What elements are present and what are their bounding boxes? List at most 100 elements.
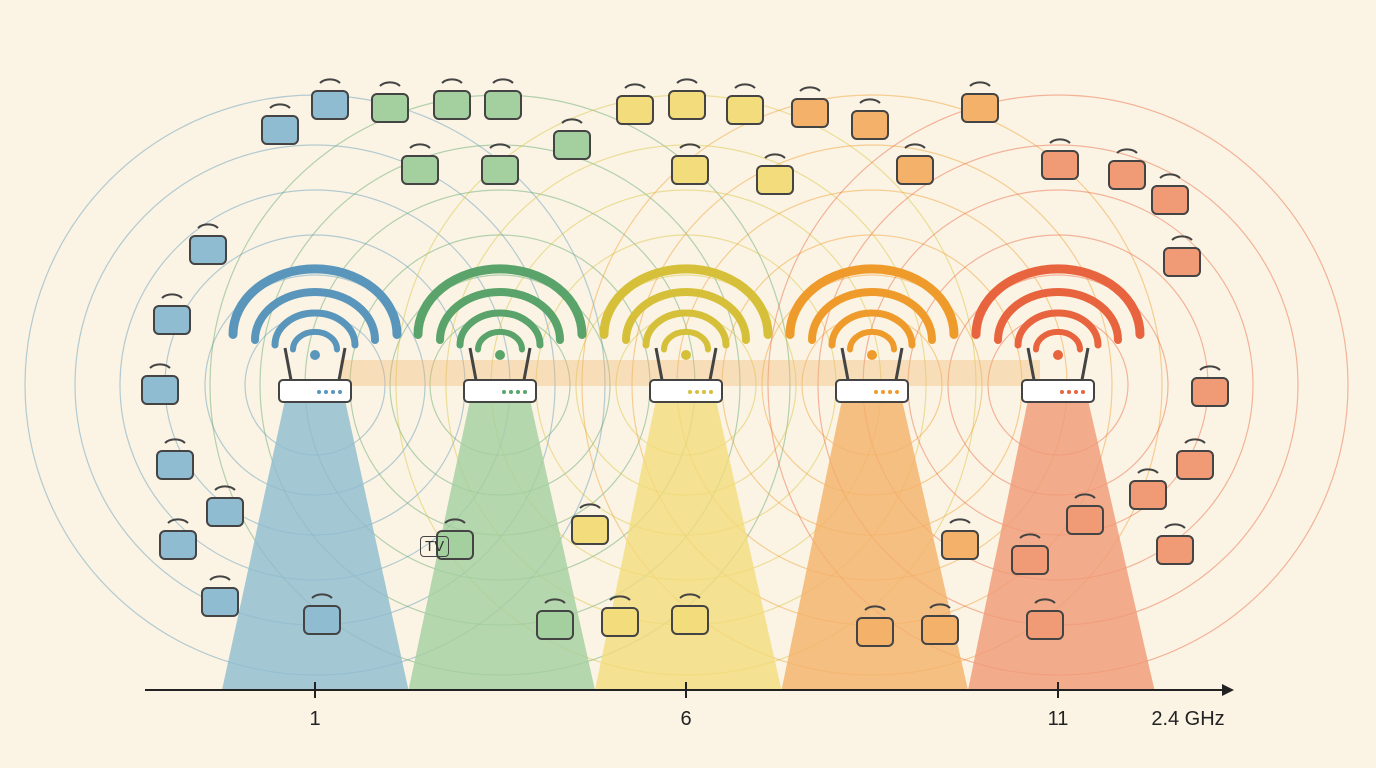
wifi-signal-icon (1137, 468, 1159, 474)
wifi-signal-icon (489, 143, 511, 149)
wifi-signal-icon (1164, 523, 1186, 529)
wifi-signal-icon (161, 293, 183, 299)
projector-icon (941, 518, 979, 560)
router-channel-8 (785, 264, 959, 403)
smart-plug-icon (896, 143, 934, 185)
device-body (601, 607, 639, 637)
device-body (401, 155, 439, 185)
router-led-icon (874, 390, 878, 394)
wifi-arc-icon (661, 328, 711, 353)
mouse-icon (156, 438, 194, 480)
router-led-icon (881, 390, 885, 394)
gauge-icon (371, 81, 409, 123)
tablet-icon (1041, 138, 1079, 180)
device-body (1151, 185, 1189, 215)
smart-plug-icon (668, 78, 706, 120)
router-channel-1 (228, 264, 402, 403)
wifi-signal-icon (1049, 138, 1071, 144)
wifi-dot-icon (495, 350, 505, 360)
wifi-arc-icon (456, 309, 544, 349)
wifi-signal-icon (149, 363, 171, 369)
channel-8-beam (781, 400, 968, 690)
wifi-signal-icon (764, 153, 786, 159)
wifi-signal-icon (1116, 148, 1138, 154)
mouse-icon (921, 603, 959, 645)
device-body (921, 615, 959, 645)
wifi-signal-icon (1199, 365, 1221, 371)
wifi-arc-icon (994, 288, 1122, 344)
wifi-arc-icon (971, 264, 1145, 339)
keyboard-icon (141, 363, 179, 405)
device-body (153, 305, 191, 335)
wifi-signal-icon (676, 78, 698, 84)
wifi-dot-icon (681, 350, 691, 360)
router-led-icon (317, 390, 321, 394)
device-body (189, 235, 227, 265)
wifi-arc-icon (1014, 309, 1102, 349)
wifi-signal-icon (209, 575, 231, 581)
webcam-icon (481, 143, 519, 185)
router-icon (1021, 379, 1095, 403)
router-antenna-icon (708, 347, 718, 381)
tablet-icon (1191, 365, 1229, 407)
device-body (941, 530, 979, 560)
router-antenna-icon (468, 347, 478, 381)
router-led-icon (895, 390, 899, 394)
wifi-signal-icon (904, 143, 926, 149)
wifi-dot-icon (867, 350, 877, 360)
device-body (433, 90, 471, 120)
device-body (536, 610, 574, 640)
router-icon (463, 379, 537, 403)
device-body (1066, 505, 1104, 535)
phone-icon (791, 86, 829, 128)
router-led-icon (516, 390, 520, 394)
wifi-signal-icon (319, 78, 341, 84)
device-body (1129, 480, 1167, 510)
wifi-arc-icon (228, 264, 402, 339)
device-body (961, 93, 999, 123)
projector-icon (201, 575, 239, 617)
lightbulb-icon (671, 593, 709, 635)
wifi-signal-icon (214, 485, 236, 491)
monitor-icon (1163, 235, 1201, 277)
wifi-signal-icon (579, 503, 601, 509)
device-body (201, 587, 239, 617)
router-antenna-icon (283, 347, 293, 381)
wifi-arc-icon (290, 328, 340, 353)
gauge-icon (536, 598, 574, 640)
smart-plug-icon (553, 118, 591, 160)
axis-arrow-icon (1222, 684, 1234, 696)
wifi-arc-icon (251, 288, 379, 344)
wifi-arc-icon (622, 288, 750, 344)
wifi-arc-icon (785, 264, 959, 339)
device-body (571, 515, 609, 545)
laptop-icon (1156, 523, 1194, 565)
headphones-icon (1129, 468, 1167, 510)
device-body (1041, 150, 1079, 180)
media-player-icon (159, 518, 197, 560)
device-body (856, 617, 894, 647)
thermometer-icon (311, 78, 349, 120)
speaker-icon (671, 143, 709, 185)
device-body (756, 165, 794, 195)
router-led-icon (695, 390, 699, 394)
wifi-dot-icon (1053, 350, 1063, 360)
device-body (896, 155, 934, 185)
device-body (159, 530, 197, 560)
router-led-icon (888, 390, 892, 394)
device-body (791, 98, 829, 128)
router-led-icon (1067, 390, 1071, 394)
laptop-icon (189, 223, 227, 265)
router-antenna-icon (840, 347, 850, 381)
router-channel-3 (413, 264, 587, 403)
device-body (484, 90, 522, 120)
media-player-icon (303, 593, 341, 635)
router-led-icon (1081, 390, 1085, 394)
router-antenna-icon (654, 347, 664, 381)
lightbulb-icon (261, 103, 299, 145)
wifi-dot-icon (310, 350, 320, 360)
device-body (481, 155, 519, 185)
wifi-signal-icon (379, 81, 401, 87)
speaker-icon (484, 78, 522, 120)
router-led-icon (702, 390, 706, 394)
